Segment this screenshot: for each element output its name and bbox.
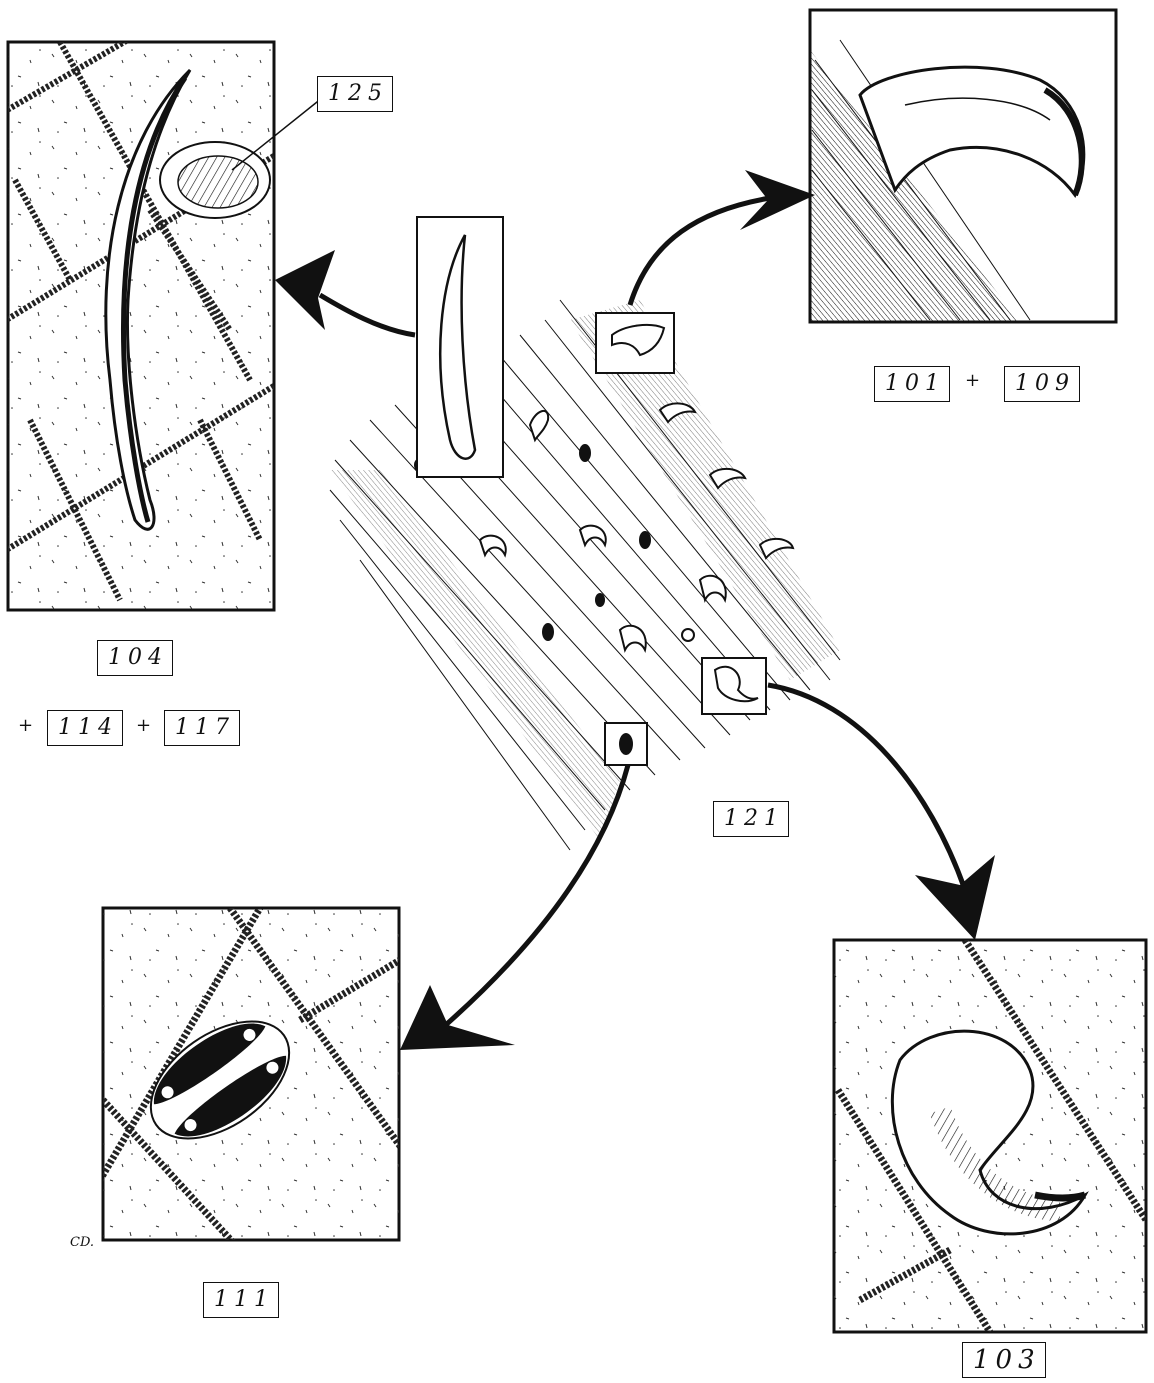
label-104: 104 [97, 640, 173, 676]
label-109: 109 [1004, 366, 1080, 402]
label-117: 117 [164, 710, 240, 746]
signature: CD. [70, 1235, 94, 1250]
panel-hair-enlarged [0, 0, 322, 610]
arrow-to-top-left [320, 295, 415, 335]
label-111: 111 [203, 1282, 279, 1318]
panel-claw-enlarged [834, 940, 1146, 1332]
arrow-to-top-right [630, 198, 770, 305]
label-101: 101 [874, 366, 950, 402]
plus-sign: + [136, 715, 151, 736]
plus-sign: + [965, 370, 980, 391]
label-103: 103 [962, 1342, 1046, 1378]
panel-stoma-enlarged [100, 908, 410, 1250]
plus-sign: + [18, 715, 33, 736]
central-tissue-strip [330, 217, 840, 850]
label-125: 125 [317, 76, 393, 112]
panel-hook-enlarged [810, 10, 1116, 322]
label-121: 121 [713, 801, 789, 837]
label-114: 114 [47, 710, 123, 746]
arrow-to-bottom-right [768, 685, 965, 890]
